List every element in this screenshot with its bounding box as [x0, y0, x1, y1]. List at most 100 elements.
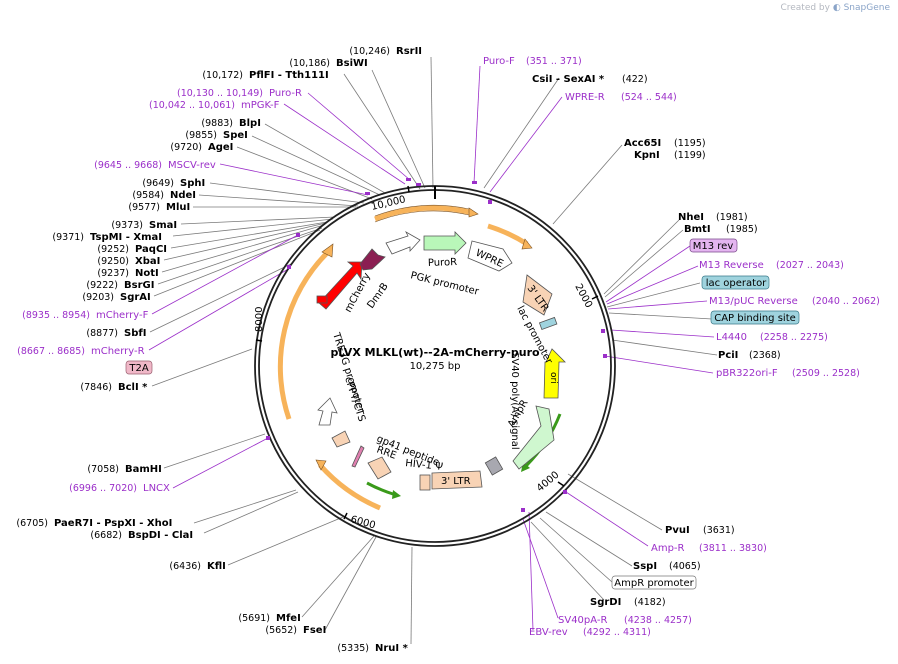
pos-bspDI: (6682): [90, 530, 122, 541]
cppt-box: [331, 430, 351, 448]
plasmid-size: 10,275 bp: [410, 361, 461, 372]
feature-arc-outlines: [374, 204, 470, 223]
enzyme-sbfI: SbfI: [124, 328, 146, 339]
primer-wpreR: WPRE-R: [565, 92, 605, 103]
enzyme-pciI: PciI: [718, 350, 738, 361]
pos-kflI: (6436): [169, 561, 201, 572]
pos-speI: (9855): [185, 130, 217, 141]
pos-ndeI: (9584): [132, 190, 164, 201]
scale-ticks: [255, 185, 599, 520]
tick-label-4000: 4000: [535, 470, 562, 495]
pos-mscv: (9645 .. 9668): [94, 160, 162, 171]
pos-bclI: (7846): [80, 382, 112, 393]
pos-nheI: (1981): [716, 212, 748, 223]
primer-mpgkF: mPGK-F: [241, 100, 280, 111]
hiv-box: [419, 474, 431, 491]
enzyme-mfeI: MfeI: [276, 613, 301, 624]
enzyme-bsrGI: BsrGI: [124, 280, 154, 291]
m13rev-badge: [689, 238, 738, 253]
pos-pciI: (2368): [749, 350, 781, 361]
label-dmrb: DmrB: [365, 281, 390, 311]
pos-bsiWI: (10,186): [289, 58, 330, 69]
promoter-arrow-white: [385, 230, 421, 255]
amp-promoter-box: [484, 456, 504, 476]
enzyme-pvuI: PvuI: [665, 525, 690, 536]
pos-sbfI: (8877): [86, 328, 118, 339]
pos-bmtI: (1985): [726, 224, 758, 235]
enzyme-ndeI: NdeI: [170, 190, 196, 201]
enzyme-notI: NotI: [135, 268, 159, 279]
enzyme-bclI: BclI *: [118, 382, 148, 393]
label-ltr3-top: 3' LTR: [525, 283, 551, 314]
feature-lac-operator: lac operator: [706, 278, 767, 289]
pos-mpgkF: (10,042 .. 10,061): [149, 100, 235, 111]
pos-pflFI: (10,172): [202, 70, 243, 81]
primer-ebv: EBV-rev: [529, 627, 568, 638]
dmrb-arrow: [359, 248, 386, 271]
primer-l4440: L4440: [716, 332, 747, 343]
enzyme-sphI: SphI: [180, 178, 205, 189]
tick-label-6000: 6000: [349, 514, 376, 531]
pos-lncx: (6996 .. 7020): [69, 483, 137, 494]
green-arc-arrow-1: [392, 490, 401, 499]
feature-m13rev: M13 rev: [693, 241, 734, 252]
ampr-arrow: [512, 405, 555, 470]
t2a-badge: [125, 360, 153, 375]
pos-m13Reverse: (2027 .. 2043): [776, 260, 844, 271]
enzyme-xbaI: XbaI: [135, 256, 160, 267]
leader-lines: [148, 56, 718, 645]
label-wpre: WPRE: [474, 248, 505, 270]
enzyme-smaI: SmaI: [149, 220, 177, 231]
enzyme-sspI: SspI: [633, 561, 657, 572]
ampr-promoter-badge: [611, 575, 697, 590]
tick-label-10000: 10,000: [370, 194, 407, 213]
pos-rsrII: (10,246): [349, 46, 390, 57]
plasmid-name: pLVX MLKL(wt)--2A-mCherry-puro: [330, 346, 540, 359]
enzyme-nruI: NruI *: [375, 643, 409, 654]
pos-paqCI: (9252): [97, 244, 129, 255]
enzyme-kpnI: KpnI: [634, 150, 660, 161]
pos-wpreR: (524 .. 544): [621, 92, 677, 103]
primer-sv40paR: SV40pA-R: [558, 615, 607, 626]
primer-m13puc: M13/pUC Reverse: [709, 296, 798, 307]
snapgene-name: SnapGene: [843, 3, 890, 13]
pos-mcherryR: (8667 .. 8685): [17, 346, 85, 357]
mcherry-tail: [316, 295, 328, 304]
lac-small-box: [538, 316, 558, 331]
tick-label-2000: 2000: [572, 282, 594, 310]
pos-tspMI: (9371): [52, 232, 84, 243]
wpre-box: [467, 240, 513, 272]
pos-mcherryF: (8935 .. 8954): [22, 310, 90, 321]
enzyme-kflI: KflI: [207, 561, 226, 572]
label-puror: PuroR: [428, 257, 458, 269]
label-tre: TRE3G promoter: [330, 331, 367, 415]
pos-bamHI: (7058): [87, 464, 119, 475]
pos-puroR-primer: (10,130 .. 10,149): [177, 88, 263, 99]
snapgene-brand: Created by ◐ SnapGene: [780, 3, 890, 13]
label-ltr3-bottom: 3' LTR: [441, 476, 471, 487]
pos-ebv: (4292 .. 4311): [583, 627, 651, 638]
enzyme-sgrAI: SgrAI: [120, 292, 151, 303]
enzyme-bsiWI: BsiWI: [336, 58, 368, 69]
inner-features: [316, 230, 566, 491]
enzyme-speI: SpeI: [223, 130, 248, 141]
pos-csiI: (422): [622, 74, 648, 85]
enzyme-bspDI: BspDI - ClaI: [128, 530, 193, 541]
enzyme-blpI: BlpI: [239, 118, 261, 129]
pos-pvuI: (3631): [703, 525, 735, 536]
ori-arrow: [543, 348, 566, 399]
enzyme-csiI: CsiI - SexAI *: [532, 74, 605, 85]
pos-nruI: (5335): [337, 643, 369, 654]
enzyme-paeR7I: PaeR7I - PspXI - XhoI: [54, 518, 172, 529]
pos-sgrAI: (9203): [82, 292, 114, 303]
pos-sv40paR: (4238 .. 4257): [624, 615, 692, 626]
label-ori: ori: [548, 372, 558, 384]
cap-badge: [710, 310, 800, 325]
pos-mfeI: (5691): [238, 613, 270, 624]
lac-operator-badge: [701, 275, 770, 290]
pos-kpnI: (1199): [674, 150, 706, 161]
rre-box: [367, 456, 392, 480]
label-hiv: HIV-1 Ψ: [405, 458, 444, 473]
label-mcherry: mCherry: [343, 271, 373, 314]
